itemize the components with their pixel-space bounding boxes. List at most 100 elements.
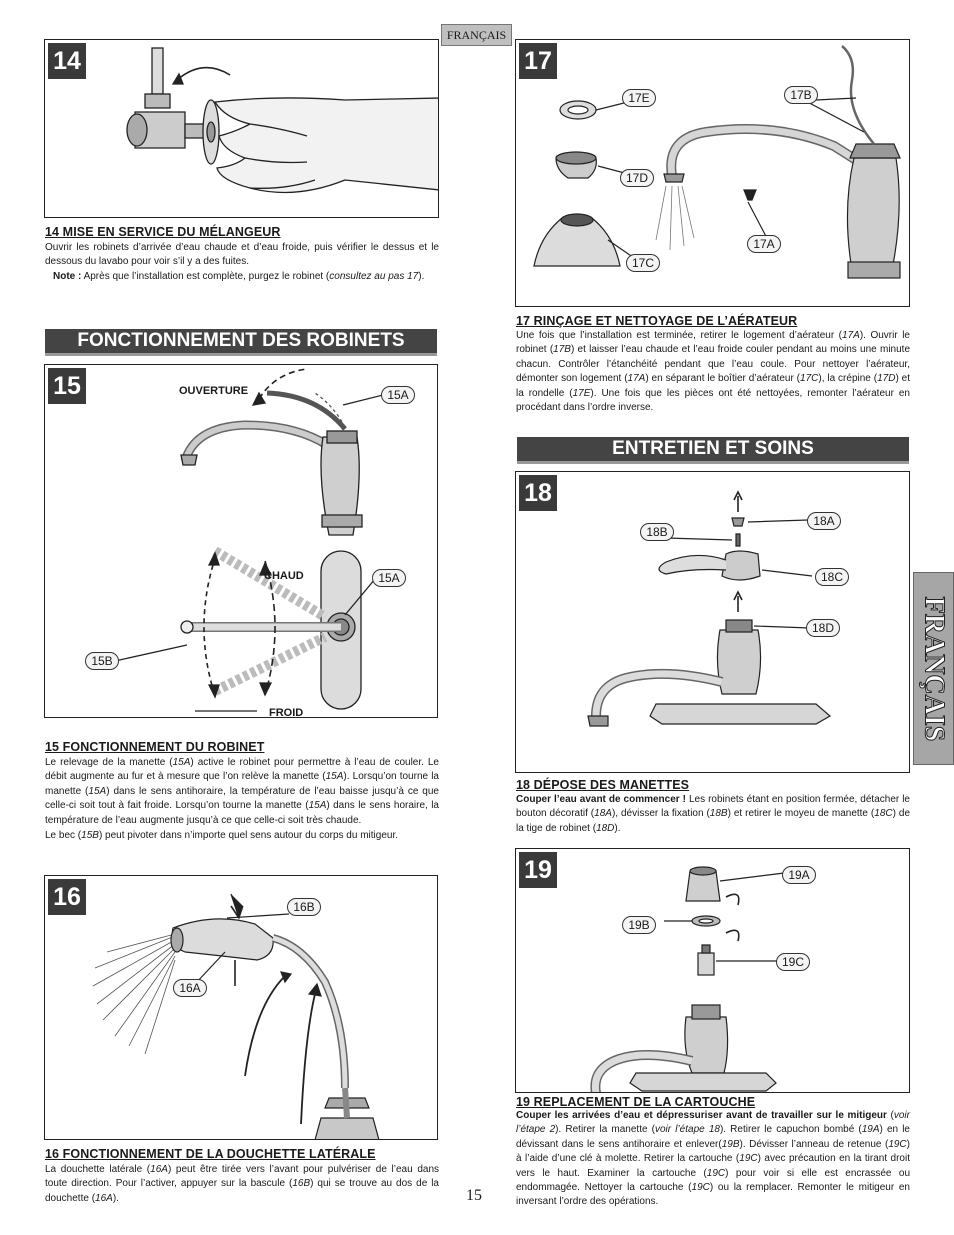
step17-heading: 17 RINÇAGE ET NETTOYAGE DE L’AÉRATEUR [516,314,798,328]
text-run: ). [112,1192,119,1204]
text-run: 18D [596,822,615,834]
label-chaud: CHAUD [264,570,304,582]
step-number: 16 [48,879,86,915]
text-run: 15A [172,757,191,768]
cartridge-replacement-illustration [590,866,785,1092]
step18-heading: 18 DÉPOSE DES MANETTES [516,778,690,792]
text-run: ) qui se trouve au dos de la douchette ( [45,1178,439,1204]
text-run: ) peut être tirée vers l’avant pour pulv… [45,1164,440,1190]
note-label: Note : [53,271,82,282]
label-ouverture: OUVERTURE [179,385,249,397]
text-run: ). Retirer le capuchon bombé ( [719,1124,862,1136]
step14-body: Ouvrir les robinets d’arrivée d’eau chau… [45,242,439,268]
side-spray-illustration [92,893,380,1139]
step14-figure: 14 [44,39,439,218]
text-run: Une fois que l’installation est terminée… [516,330,843,341]
text-run: 17A [627,373,646,385]
step15-paragraph-2: Le bec (15B) peut pivoter dans n’importe… [45,829,439,843]
text-run: 17D [877,373,896,385]
section-heading-care: ENTRETIEN ET SOINS [517,437,909,461]
label-froid: FROID [269,707,304,718]
step-number: 19 [519,852,557,888]
callout-17b: 17B [784,86,818,104]
text-run: 15A [325,771,344,783]
text-run: ). Une fois que les pièces ont été netto… [516,387,910,414]
note-end: ). [418,271,425,282]
callout-17a: 17A [747,235,781,253]
step18-figure: 18 18A 18B 18C 18D [515,471,910,773]
text-run: ) dans le sens horaire, la température d… [45,800,439,826]
text-run: voir l’étape 18 [655,1124,720,1136]
text-run: ) en séparant le boîtier d’aérateur ( [645,373,801,385]
text-run: ), dévisser la fixation ( [611,808,710,820]
text-run: Le bec ( [45,830,82,841]
callout-18b: 18B [640,523,674,541]
section-underline [45,353,437,356]
text-run: 19C [691,1182,710,1194]
step17-paragraph: Une fois que l’installation est terminée… [516,329,910,415]
text-run: La douchette latérale ( [45,1164,151,1175]
step19-heading: 19 REPLACEMENT DE LA CARTOUCHE [516,1095,756,1109]
callout-19a: 19A [782,866,816,884]
text-run: 18B [709,808,728,820]
text-run: 17E [572,387,591,399]
step16-heading: 16 FONCTIONNEMENT DE LA DOUCHETTE LATÉRA… [45,1147,376,1161]
text-run: 18C [874,808,893,820]
text-run: Couper l’eau avant de commencer ! [516,794,686,805]
text-run: 16A [150,1164,168,1175]
step15-figure: 15 [44,364,438,718]
note-text: Après que l’installation est complète, p… [83,271,330,282]
text-run: voir l’étape 2 [516,1110,910,1136]
text-run: 15B [81,830,99,841]
callout-17e: 17E [622,89,656,107]
section-heading-operation: FONCTIONNEMENT DES ROBINETS [45,329,437,353]
text-run: 19B [721,1138,740,1150]
text-run: 17B [553,344,571,356]
text-run: 16A [95,1192,113,1204]
text-run: 15A [88,785,107,797]
step18-paragraph: Couper l’eau avant de commencer ! Les ro… [516,793,910,836]
text-run: ( [886,1110,894,1121]
text-run: 19A [861,1124,880,1136]
text-run: ) ou la remplacer. Remonter le mitigeur … [516,1182,910,1208]
callout-18d: 18D [806,619,840,637]
note-ref: consultez au pas 17 [329,271,419,282]
text-run: ) active le robinet pour permettre à l’e… [45,757,439,783]
step15-heading: 15 FONCTIONNEMENT DU ROBINET [45,740,265,754]
handle-removal-illustration [587,490,832,727]
text-run: Le relevage de la manette ( [45,757,173,768]
step19-paragraph: Couper les arrivées d’eau et dépressuris… [516,1109,910,1210]
step19-figure: 19 19A 19B 19C [515,848,910,1093]
step16-paragraph: La douchette latérale (16A) peut être ti… [45,1163,439,1206]
callout-15a-top: 15A [381,386,415,404]
callout-16a: 16A [173,979,207,997]
side-tab-label: FRANÇAIS [918,596,950,742]
step15-paragraph-1: Le relevage de la manette (15A) active l… [45,756,439,828]
step16-figure: 16 16B 16A [44,875,438,1140]
text-run: 15A [308,800,327,812]
text-run: Couper les arrivées d’eau et dépressuris… [516,1110,887,1121]
step14-note: Note : Après que l’installation est comp… [53,270,439,284]
step-number: 15 [48,368,86,404]
text-run: ). [614,822,621,834]
callout-18a: 18A [807,512,841,530]
text-run: ), la crépine ( [818,373,878,385]
text-run: ) de la tige de robinet ( [516,808,911,834]
callout-19b: 19B [622,916,656,934]
text-run: ) et laisser l’eau chaude et l’eau froid… [516,344,911,385]
text-run: ). Lorsqu’on tourne la manette ( [45,771,439,797]
callout-17c: 17C [626,254,660,272]
text-run: ) avec précaution en la tirant droit ver… [516,1153,910,1179]
callout-17d: 17D [620,169,654,187]
faucet-operation-illustration [114,368,384,712]
text-run: ) à l’aide d’une clé à molette. Retirer … [516,1138,911,1165]
step-number: 17 [519,43,557,79]
page-number: 15 [466,1187,482,1204]
section-underline [517,461,909,464]
step-number: 18 [519,475,557,511]
callout-15b: 15B [85,652,119,670]
step14-heading: 14 MISE EN SERVICE DU MÉLANGEUR [45,225,281,239]
language-tab: FRANÇAIS [441,24,512,46]
text-run: ) pour voir si elle est encrassée ou end… [516,1167,911,1194]
text-run: ) peut pivoter dans n’importe quel sens … [98,830,398,841]
